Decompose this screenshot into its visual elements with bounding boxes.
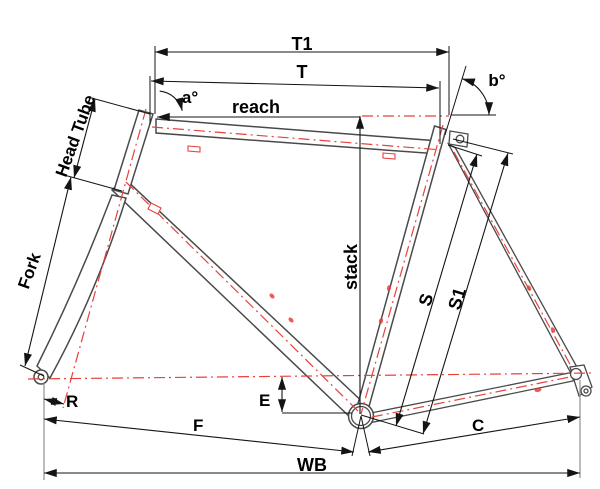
bottle-boss-icon: [386, 285, 392, 291]
rake-dimension-line: [43, 396, 65, 407]
down-tube-axis-line: [125, 181, 361, 414]
label-bb-drop: E: [259, 391, 270, 410]
label-s: S: [415, 291, 438, 308]
seat-angle-arc: [461, 78, 494, 116]
head-tube-bottom-tick: [63, 174, 123, 192]
label-t: T: [297, 62, 308, 82]
seat-axis-extension: [444, 65, 467, 136]
seat-tube-axis-line: [360, 124, 444, 415]
label-wheelbase: WB: [297, 455, 327, 475]
seat-tube: [354, 125, 447, 417]
frame-fittings: [147, 145, 556, 393]
cable-stop-icon: [382, 152, 396, 160]
label-chainstay: C: [472, 416, 484, 435]
dimension-lines: [24, 47, 581, 478]
s1-top-tick: [452, 138, 514, 155]
label-reach: reach: [232, 97, 280, 117]
front-center-dimension-line: [43, 416, 355, 455]
head-tube-top-tick: [87, 96, 151, 115]
cable-stop-icon: [147, 202, 162, 215]
top-tube-axis-line: [151, 126, 443, 151]
label-fork: Fork: [14, 250, 45, 292]
bottle-boss-icon: [378, 318, 384, 324]
label-head-tube: Head Tube: [52, 92, 99, 179]
s1-dimension-line: [422, 152, 509, 435]
label-seat-angle: b°: [488, 71, 505, 90]
fork-dimension-line: [24, 176, 72, 367]
t-dimension-line: [150, 77, 440, 92]
label-stack: stack: [341, 243, 361, 290]
cable-stop-icon: [187, 145, 201, 153]
down-tube: [110, 176, 370, 423]
rear-axle: [569, 367, 583, 381]
bottle-boss-icon: [288, 317, 294, 323]
chainstay-dimension-line: [367, 415, 581, 454]
head-tube-dimension-line: [73, 98, 96, 179]
label-front-center: F: [193, 416, 203, 435]
label-s1: S1: [444, 285, 470, 312]
steering-axis-line: [62, 108, 147, 409]
chain-stay-tube: [363, 371, 575, 425]
chain-stay-axis-line: [371, 376, 571, 418]
rack-boss-icon: [526, 285, 532, 291]
derailleur-bolt: [583, 388, 589, 394]
chainstay-boss-icon: [534, 387, 542, 393]
bicycle-frame: [33, 109, 593, 430]
label-t1: T1: [291, 34, 312, 54]
rack-boss-icon: [550, 327, 556, 333]
label-rake: R: [66, 392, 78, 411]
fork-blade: [36, 194, 127, 380]
label-head-angle: a°: [182, 88, 198, 107]
bottle-boss-icon: [269, 293, 275, 299]
fork-dropout-tick: [19, 364, 45, 377]
head-angle-arc: [159, 90, 184, 111]
